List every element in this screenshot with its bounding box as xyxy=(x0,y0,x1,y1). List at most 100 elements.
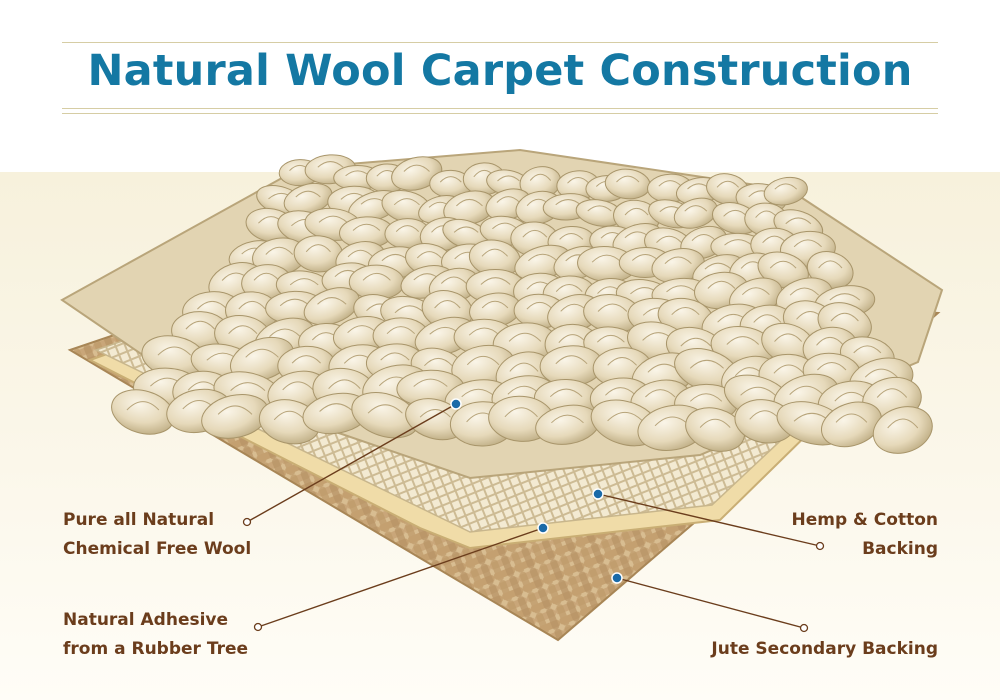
callout-label-adhesive: Natural Adhesive from a Rubber Tree xyxy=(63,606,248,664)
wool-strand xyxy=(367,404,403,414)
callout-label-backing-line-1: Hemp & Cotton xyxy=(791,510,939,530)
wool-strand xyxy=(773,364,805,374)
wool-strand xyxy=(419,408,451,418)
wool-strand xyxy=(291,355,321,364)
wool-strand xyxy=(492,222,518,230)
wool-strand xyxy=(380,352,410,361)
wool-strand xyxy=(559,232,584,240)
wool-strand xyxy=(587,205,612,212)
wool-strand xyxy=(319,403,354,412)
wool-strand xyxy=(741,287,770,296)
wool-strand xyxy=(645,389,676,398)
wool-strand xyxy=(434,299,461,309)
wool-strand xyxy=(413,378,448,387)
wool-strand xyxy=(416,251,442,259)
wool-strand xyxy=(817,362,847,371)
marker-dot-backing xyxy=(592,488,604,500)
callout-label-adhesive-line-1: Natural Adhesive xyxy=(63,610,229,630)
callout-label-jute-line-1: Jute Secondary Backing xyxy=(711,639,938,659)
marker-dot-jute xyxy=(611,572,623,584)
wool-strand xyxy=(230,382,266,391)
wool-tuft xyxy=(391,156,443,191)
wool-strand xyxy=(656,235,682,243)
page-title: Natural Wool Carpet Construction xyxy=(87,46,913,96)
wool-strand xyxy=(481,248,508,257)
wool-strand xyxy=(887,418,919,429)
wool-strand xyxy=(509,362,539,372)
wool-strand xyxy=(468,327,500,336)
wool-strand xyxy=(393,198,420,206)
callout-line-adhesive xyxy=(257,527,544,628)
wool-strand xyxy=(666,285,696,293)
wool-strand xyxy=(238,300,266,310)
wool-strand xyxy=(789,287,820,296)
title-rule-top xyxy=(62,42,938,43)
wool-strand xyxy=(481,300,509,309)
wool-strand xyxy=(526,301,553,310)
wool-strand xyxy=(453,226,479,233)
wool-strand xyxy=(699,418,731,428)
wool-strand xyxy=(386,326,416,335)
wool-strand xyxy=(774,333,803,342)
wool-strand xyxy=(273,410,306,421)
wool-strand xyxy=(607,411,643,422)
wool-strand xyxy=(352,223,381,231)
wool-strand xyxy=(466,355,500,366)
wool-strand xyxy=(793,239,822,248)
wool-strand xyxy=(289,278,319,286)
wool-strand xyxy=(689,393,723,402)
wool-strand xyxy=(265,246,294,255)
wool-strand xyxy=(496,196,521,203)
callout-label-wool-line-2: Chemical Free Wool xyxy=(63,539,252,559)
wool-strand xyxy=(785,217,812,225)
wool-strand xyxy=(551,414,584,424)
wool-tuft xyxy=(872,406,933,454)
wool-tuft xyxy=(303,287,360,326)
wool-strand xyxy=(680,337,712,347)
wool-strand xyxy=(529,173,552,181)
wool-strand xyxy=(126,401,160,411)
wool-strand xyxy=(157,346,192,356)
wool-strand xyxy=(818,260,843,269)
wool-strand xyxy=(597,303,628,312)
wool-strand xyxy=(217,405,253,415)
wool-strand xyxy=(347,249,374,258)
wool-strand xyxy=(318,215,348,223)
wool-strand xyxy=(726,336,760,345)
wool-strand xyxy=(816,336,844,346)
wool-strand xyxy=(596,334,625,343)
wool-strand xyxy=(295,190,321,198)
wool-strand xyxy=(774,183,798,190)
callout-line-backing xyxy=(597,493,821,547)
wool-strand xyxy=(480,277,511,285)
wool-strand xyxy=(591,254,622,263)
wool-strand xyxy=(440,276,467,284)
wool-tufts xyxy=(111,154,933,454)
wool-strand xyxy=(707,280,736,289)
callout-end-adhesive xyxy=(253,622,263,632)
wool-strand xyxy=(528,253,558,262)
callout-label-jute: Jute Secondary Backing xyxy=(711,635,938,664)
callout-label-adhesive-line-2: from a Rubber Tree xyxy=(63,639,249,659)
wool-strand xyxy=(704,262,732,270)
callout-label-wool: Pure all Natural Chemical Free Wool xyxy=(63,506,251,564)
wool-tuft xyxy=(821,401,882,448)
wool-strand xyxy=(305,244,331,253)
wool-strand xyxy=(740,386,776,396)
wool-tuft xyxy=(230,336,294,382)
wool-strand xyxy=(439,176,462,183)
wool-strand xyxy=(253,272,280,281)
wool-strand xyxy=(395,225,420,232)
wool-strand xyxy=(835,413,868,423)
wool-strand xyxy=(684,205,708,212)
wool-strand xyxy=(403,164,430,172)
wool-strand xyxy=(424,357,453,367)
wool-strand xyxy=(658,180,682,187)
wool-strand xyxy=(830,312,859,322)
wool-strand xyxy=(197,300,228,310)
wool-strand xyxy=(724,239,753,246)
callout-end-wool xyxy=(242,517,252,527)
wool-strand xyxy=(789,385,824,395)
wool-strand xyxy=(362,272,391,281)
